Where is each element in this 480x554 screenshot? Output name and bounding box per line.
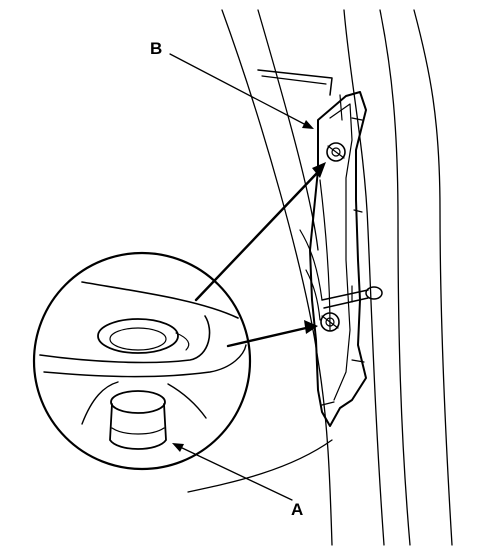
callout-b: B: [150, 39, 314, 129]
leader-arrows: [194, 162, 326, 348]
anchor-bolt: [321, 285, 383, 309]
callout-b-label: B: [150, 39, 162, 58]
upper-clip: [326, 142, 346, 162]
callout-a-label: A: [291, 500, 303, 519]
body-panel-lines: [221, 9, 453, 546]
lower-clip: [320, 312, 340, 332]
detail-magnifier: [32, 251, 252, 471]
pillar-trim-panel: [299, 91, 367, 427]
callout-a: A: [172, 443, 303, 519]
trim-curve: [187, 439, 333, 493]
